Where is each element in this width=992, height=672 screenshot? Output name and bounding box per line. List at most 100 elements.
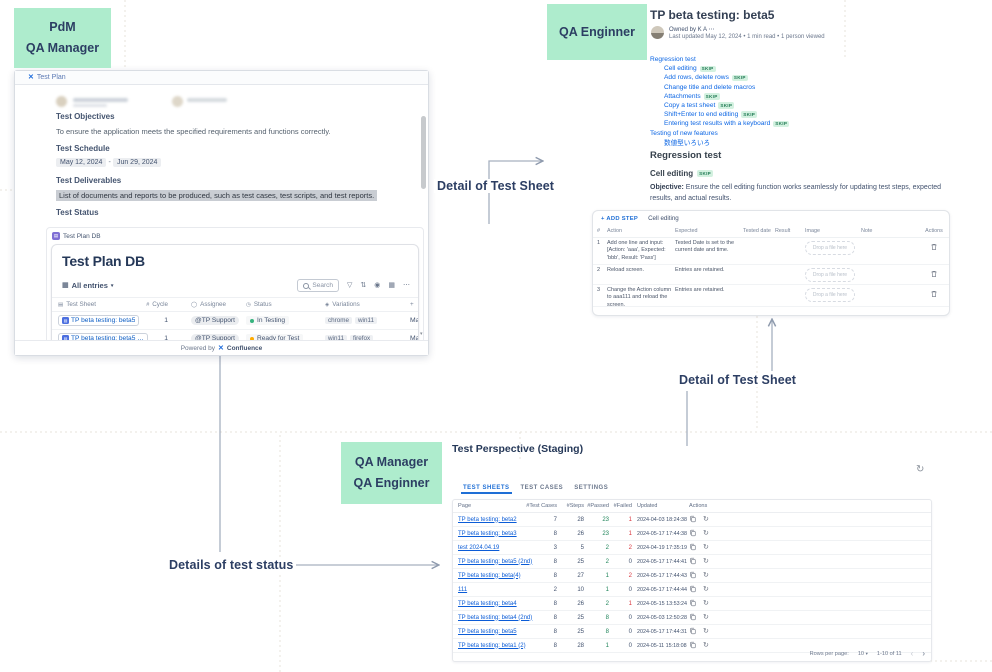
copy-icon[interactable] <box>689 613 697 623</box>
action-cell[interactable]: Add one line and input: [Action: 'aaa', … <box>607 240 666 261</box>
scroll-down-icon[interactable]: ▾ <box>420 331 423 337</box>
refresh-icon[interactable]: ↻ <box>703 600 709 607</box>
action-cell[interactable]: Change the Action column to aaa111 and r… <box>607 287 672 308</box>
expected-cell[interactable]: Entries are retained. <box>675 287 725 293</box>
file-dropzone[interactable]: Drop a file here <box>805 241 855 255</box>
copy-icon[interactable] <box>689 585 697 595</box>
more-icon[interactable]: ⋯ <box>403 282 410 289</box>
trash-icon[interactable] <box>929 269 939 279</box>
toc-link[interactable]: Regression test <box>650 56 696 64</box>
page-link[interactable]: TP beta testing: beta4 <box>458 600 517 607</box>
trash-icon[interactable] <box>929 289 939 299</box>
refresh-icon[interactable]: ↻ <box>703 516 709 523</box>
expected-cell[interactable]: Tested Date is set to the current date a… <box>675 240 735 254</box>
db-column-header[interactable]: #Cycle <box>146 298 168 311</box>
db-column-header[interactable]: ◈Variations <box>325 298 407 311</box>
page-link[interactable]: 111 <box>458 586 468 593</box>
avatar[interactable] <box>651 26 664 39</box>
expected-cell[interactable]: Entries are retained. <box>675 267 725 273</box>
window-titlebar[interactable]: ✕ Test Plan <box>15 71 428 85</box>
copy-icon[interactable] <box>689 543 697 553</box>
scrollbar-thumb[interactable] <box>421 116 426 189</box>
toc-link[interactable]: Entering test results with a keyboard <box>664 120 771 128</box>
refresh-icon[interactable]: ↻ <box>703 544 709 551</box>
copy-icon[interactable] <box>689 515 697 525</box>
toc-link[interactable]: Copy a test sheet <box>664 102 716 110</box>
table-row[interactable]: ▤TP beta testing: beta5 (...1@TP Support… <box>52 330 418 341</box>
toc-link[interactable]: Cell editing <box>664 65 697 73</box>
search-input[interactable]: Search <box>297 279 339 292</box>
perspective-column-header[interactable]: Page <box>458 503 472 509</box>
perspective-column-header[interactable]: #Steps <box>566 503 584 509</box>
sheet-tab[interactable]: Cell editing <box>648 215 679 222</box>
tab-test-cases[interactable]: TEST CASES <box>520 485 564 491</box>
perspective-column-header[interactable]: #Passed <box>587 503 609 509</box>
variation-tag[interactable]: win11 <box>325 335 347 341</box>
variation-tag[interactable]: chrome <box>325 317 352 324</box>
toc-link[interactable]: Testing of new features <box>650 129 718 137</box>
refresh-icon[interactable]: ↻ <box>703 572 709 579</box>
rows-per-page-select[interactable]: 10 ▾ <box>858 651 868 657</box>
perspective-column-header[interactable]: #Test Cases <box>526 503 557 509</box>
status-badge[interactable]: In Testing <box>246 316 290 325</box>
toc-link[interactable]: Attachments <box>664 92 701 100</box>
grid-icon[interactable]: ▦ <box>388 282 395 289</box>
page-link[interactable]: TP beta testing: beta2 <box>458 516 517 523</box>
page-link[interactable]: TP beta testing: beta4 (2nd) <box>458 614 533 621</box>
toc-link[interactable]: Add rows, delete rows <box>664 74 729 82</box>
prev-page-button[interactable]: ‹ <box>910 649 914 658</box>
db-column-header[interactable]: ▤Test Sheet <box>58 298 148 311</box>
perspective-column-header[interactable]: Updated <box>637 503 658 509</box>
tab-test-sheets[interactable]: TEST SHEETS <box>461 485 512 494</box>
eye-icon[interactable]: ◉ <box>374 282 381 289</box>
copy-icon[interactable] <box>689 599 697 609</box>
sort-icon[interactable]: ⇅ <box>360 282 367 289</box>
copy-icon[interactable] <box>689 529 697 539</box>
next-page-button[interactable]: › <box>922 649 925 658</box>
action-cell[interactable]: Reload screen. <box>607 267 644 273</box>
assignee-chip[interactable]: @TP Support <box>191 316 239 325</box>
status-badge[interactable]: Ready for Test <box>246 334 304 341</box>
page-link[interactable]: TP beta testing: beta5 <box>458 628 517 635</box>
db-column-header[interactable]: ◷Status <box>246 298 324 311</box>
schedule-end-date[interactable]: Jun 29, 2024 <box>112 158 162 167</box>
page-link[interactable]: TP beta testing: beta5 (2nd) <box>458 558 533 565</box>
refresh-icon[interactable]: ↻ <box>703 614 709 621</box>
filter-icon[interactable]: ▽ <box>347 282 353 289</box>
db-column-header[interactable]: + <box>410 298 418 311</box>
variation-tag[interactable]: win11 <box>355 317 377 324</box>
page-link[interactable]: TP beta testing: beta3 <box>458 530 517 537</box>
trash-icon[interactable] <box>929 242 939 252</box>
copy-icon[interactable] <box>689 641 697 651</box>
assignee-chip[interactable]: @TP Support <box>191 334 239 341</box>
schedule-start-date[interactable]: May 12, 2024 <box>56 158 107 167</box>
toc-link[interactable]: Shift+Enter to end editing <box>664 111 739 119</box>
add-step-button[interactable]: + ADD STEP <box>601 215 639 222</box>
refresh-icon[interactable]: ↻ <box>703 558 709 565</box>
page-link[interactable]: TP beta testing: beta1 (2) <box>458 642 526 649</box>
test-sheet-link[interactable]: ▤TP beta testing: beta5 (... <box>58 333 148 341</box>
variation-tag[interactable]: firefox <box>350 335 374 341</box>
reload-icon[interactable]: ↻ <box>916 464 925 475</box>
file-dropzone[interactable]: Drop a file here <box>805 268 855 282</box>
macro-chip[interactable]: ▤ Test Plan DB <box>52 232 101 240</box>
copy-icon[interactable] <box>689 557 697 567</box>
perspective-column-header[interactable]: #Failed <box>613 503 632 509</box>
refresh-icon[interactable]: ↻ <box>703 642 709 649</box>
file-dropzone[interactable]: Drop a file here <box>805 288 855 302</box>
entries-dropdown[interactable]: ▦ All entries ▾ <box>62 281 113 290</box>
test-sheet-link[interactable]: ▤TP beta testing: beta5 <box>58 315 140 326</box>
refresh-icon[interactable]: ↻ <box>703 586 709 593</box>
perspective-column-header[interactable]: Actions <box>689 503 708 509</box>
tab-settings[interactable]: SETTINGS <box>574 485 609 491</box>
page-link[interactable]: test 2024.04.19 <box>458 544 500 551</box>
db-column-header[interactable]: ◯Assignee <box>191 298 253 311</box>
copy-icon[interactable] <box>689 627 697 637</box>
refresh-icon[interactable]: ↻ <box>703 628 709 635</box>
page-link[interactable]: TP beta testing: beta(4) <box>458 572 521 579</box>
toc-link[interactable]: Change title and delete macros <box>664 83 756 91</box>
toc-link[interactable]: 数値型いろいろ <box>664 140 711 148</box>
refresh-icon[interactable]: ↻ <box>703 530 709 537</box>
copy-icon[interactable] <box>689 571 697 581</box>
